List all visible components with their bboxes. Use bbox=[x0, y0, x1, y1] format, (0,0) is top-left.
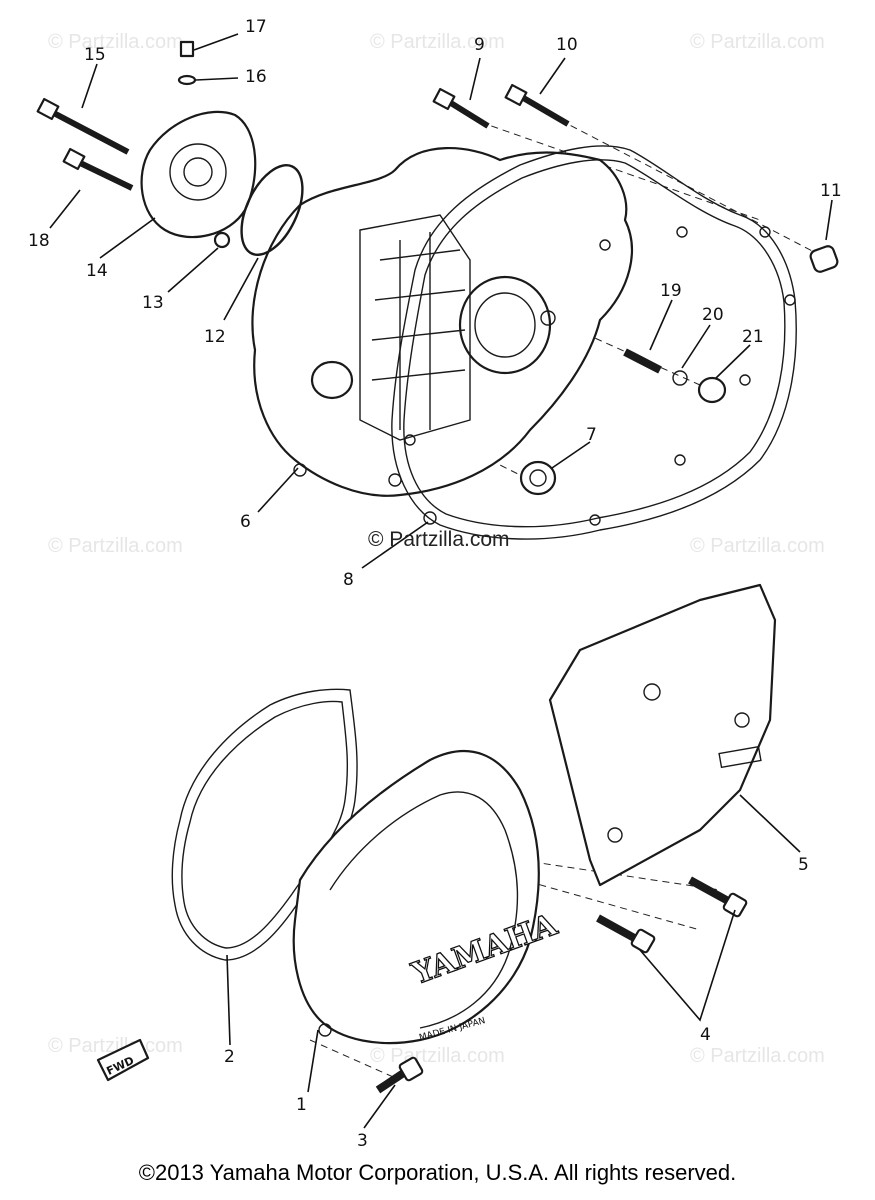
ball bbox=[672, 370, 688, 386]
watermark: © Partzilla.com bbox=[690, 31, 825, 53]
callout-6: 6 bbox=[240, 512, 251, 532]
watermark: © Partzilla.com bbox=[48, 535, 183, 557]
plug-bolt bbox=[179, 40, 195, 58]
center-watermark: © Partzilla.com bbox=[368, 528, 510, 551]
pump-cover-assembly bbox=[36, 40, 570, 239]
callout-7: 7 bbox=[586, 425, 597, 445]
crankcase-cover-gasket bbox=[391, 145, 797, 540]
callout-5: 5 bbox=[798, 855, 809, 875]
callout-9: 9 bbox=[474, 35, 485, 55]
callout-3: 3 bbox=[357, 1131, 368, 1151]
oil-seal bbox=[519, 460, 557, 496]
callout-11: 11 bbox=[820, 181, 842, 201]
exploded-parts-diagram: © Partzilla.com © Partzilla.com © Partzi… bbox=[28, 17, 842, 1151]
callout-17: 17 bbox=[245, 17, 267, 37]
small-hardware bbox=[519, 245, 839, 496]
callout-numbers: 15 17 16 18 14 13 12 9 10 11 19 20 21 7 … bbox=[28, 17, 842, 1151]
background-watermarks: © Partzilla.com © Partzilla.com © Partzi… bbox=[48, 31, 825, 1067]
watermark: © Partzilla.com bbox=[370, 1045, 505, 1067]
copyright-footer: ©2013 Yamaha Motor Corporation, U.S.A. A… bbox=[138, 1160, 737, 1185]
callout-14: 14 bbox=[86, 261, 108, 281]
callout-15: 15 bbox=[84, 45, 106, 65]
callout-8: 8 bbox=[343, 570, 354, 590]
callout-20: 20 bbox=[702, 305, 724, 325]
watermark: © Partzilla.com bbox=[690, 1045, 825, 1067]
sprocket-cover bbox=[548, 583, 777, 887]
callout-21: 21 bbox=[742, 327, 764, 347]
callout-16: 16 bbox=[245, 67, 267, 87]
leader-lines bbox=[49, 33, 833, 1129]
watermark: © Partzilla.com bbox=[690, 535, 825, 557]
o-rings bbox=[213, 164, 304, 256]
dowel-pin bbox=[809, 245, 839, 273]
watermark: © Partzilla.com bbox=[48, 31, 183, 53]
bush bbox=[697, 376, 727, 404]
crankcase-cover bbox=[251, 147, 633, 497]
callout-18: 18 bbox=[28, 231, 50, 251]
callout-13: 13 bbox=[142, 293, 164, 313]
washer bbox=[177, 74, 197, 86]
yamaha-crankcase-cover: YAMAHA MADE IN JAPAN bbox=[292, 750, 563, 1045]
callout-19: 19 bbox=[660, 281, 682, 301]
bolts-lower bbox=[375, 876, 748, 1094]
callout-10: 10 bbox=[556, 35, 578, 55]
callout-1: 1 bbox=[296, 1095, 307, 1115]
callout-12: 12 bbox=[204, 327, 226, 347]
callout-2: 2 bbox=[224, 1047, 235, 1067]
watermark: © Partzilla.com bbox=[370, 31, 505, 53]
watermark: © Partzilla.com bbox=[48, 1035, 183, 1057]
callout-4: 4 bbox=[700, 1025, 711, 1045]
